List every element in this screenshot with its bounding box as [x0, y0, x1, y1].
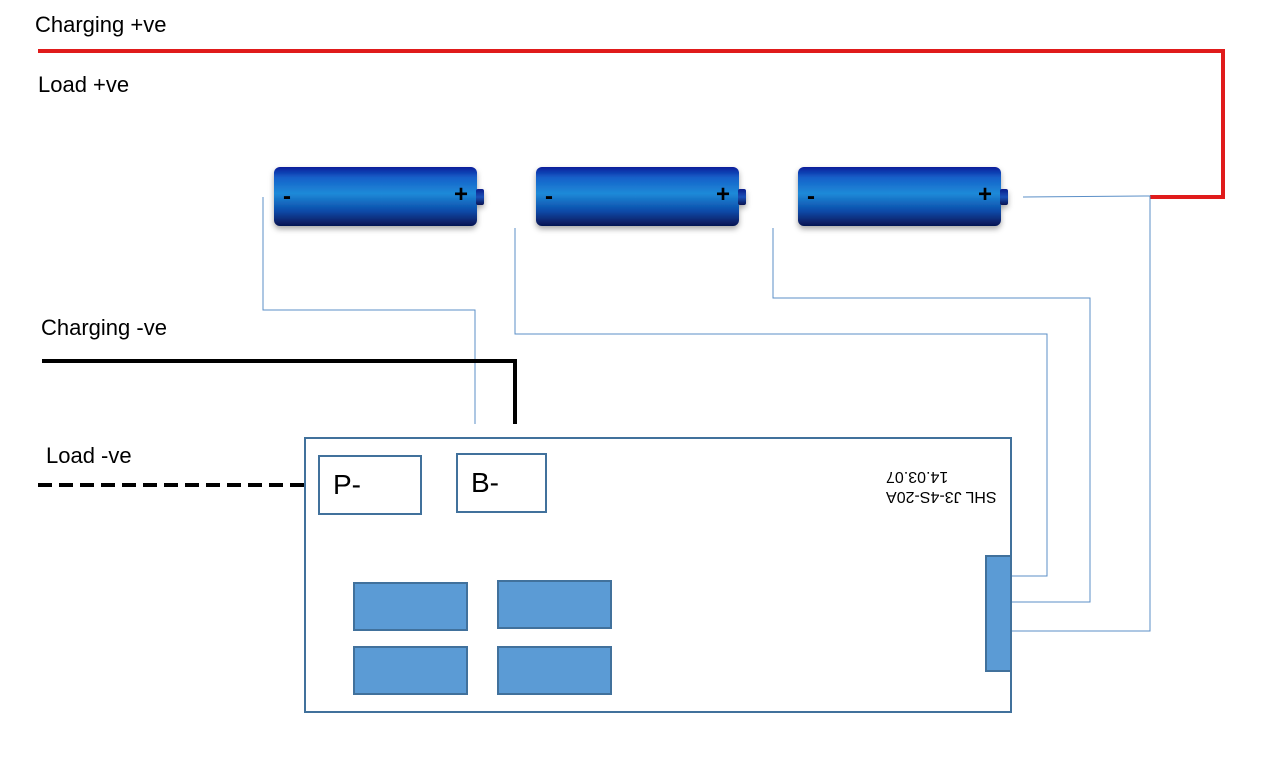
- battery-2: [536, 167, 746, 226]
- charging-negative-label: Charging -ve: [41, 315, 167, 340]
- sense-wire-1: [262, 197, 476, 424]
- mosfet-pad-1: [353, 582, 468, 631]
- b-minus-label: B-: [471, 467, 499, 498]
- mosfet-pad-2: [497, 580, 612, 629]
- battery-1-minus-mark: -: [283, 183, 291, 210]
- battery-3: [798, 167, 1008, 226]
- sense-wire-3: [772, 228, 1091, 603]
- board-marking-line1: SHL J3-4S-20A: [886, 488, 997, 505]
- charging-positive-label: Charging +ve: [35, 12, 167, 37]
- p-minus-label: P-: [333, 469, 361, 500]
- p-minus-pad: [318, 455, 422, 515]
- balance-connector: [985, 555, 1012, 672]
- charging-positive-wire: [38, 49, 1225, 199]
- sense-wire-4: [1011, 195, 1151, 632]
- mosfet-pad-4: [497, 646, 612, 695]
- b-minus-pad: [456, 453, 547, 513]
- load-negative-label: Load -ve: [46, 443, 132, 468]
- battery-3-plus-mark: +: [978, 181, 993, 208]
- battery-1: [274, 167, 484, 226]
- board-marking: SHL J3-4S-20A 14.03.07: [886, 462, 1006, 506]
- board-marking-line2: 14.03.07: [886, 468, 949, 485]
- battery-3-minus-mark: -: [807, 183, 815, 210]
- load-positive-label: Load +ve: [38, 72, 130, 97]
- mosfet-pad-3: [353, 646, 468, 695]
- battery-2-minus-mark: -: [545, 183, 553, 210]
- sense-wire-2: [514, 228, 1048, 577]
- battery-1-plus-mark: +: [454, 181, 469, 208]
- battery-2-plus-mark: +: [716, 181, 731, 208]
- charging-negative-wire: [42, 359, 517, 424]
